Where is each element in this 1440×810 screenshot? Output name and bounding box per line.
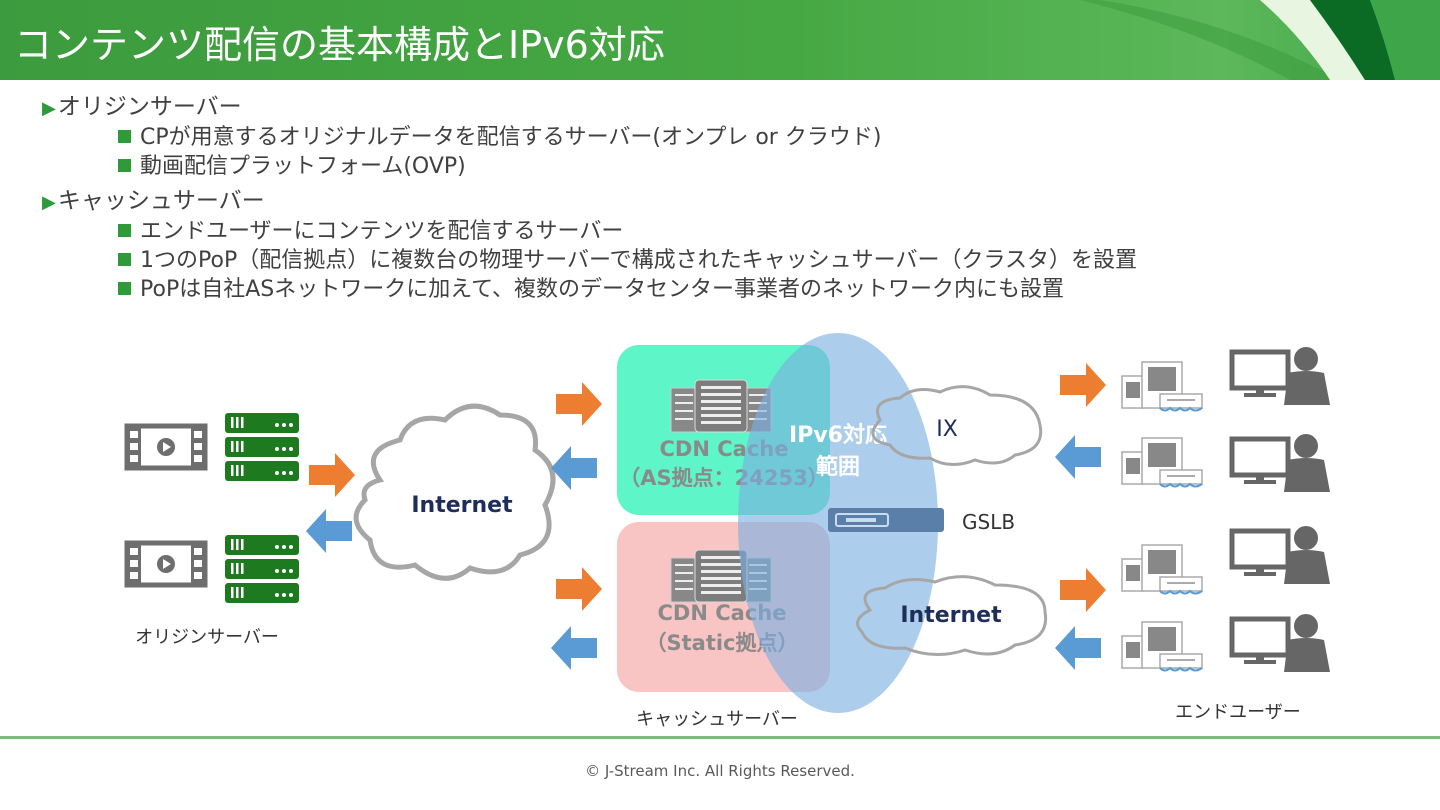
bullet-item: エンドユーザーにコンテンツを配信するサーバー	[42, 218, 1137, 247]
ix-label: IX	[936, 417, 958, 442]
header-decoration	[1080, 0, 1440, 80]
bullet-item-text: CPが用意するオリジナルデータを配信するサーバー(オンプレ or クラウド)	[140, 125, 882, 150]
gslb-label: GSLB	[962, 510, 1015, 534]
office-building-icon	[1121, 544, 1203, 595]
footer-divider	[0, 736, 1440, 739]
square-bullet-icon	[118, 130, 131, 143]
end-user-pc-icon	[1232, 434, 1330, 492]
internet-cloud-right	[856, 575, 1048, 656]
bullet-heading-origin: ▶オリジンサーバー	[42, 92, 1137, 124]
bullet-item-text: エンドユーザーにコンテンツを配信するサーバー	[140, 219, 624, 244]
cache-server-label: キャッシュサーバー	[636, 709, 798, 730]
office-building-icon	[1121, 621, 1203, 672]
end-user-pc-icon	[1232, 347, 1330, 405]
office-building-icon	[1121, 437, 1203, 488]
origin-server-icon	[225, 535, 299, 603]
square-bullet-icon	[118, 282, 131, 295]
gslb-appliance-icon	[828, 508, 944, 532]
bullet-item-text: PoPは自社ASネットワークに加えて、複数のデータセンター事業者のネットワーク内…	[140, 277, 1065, 302]
arrow-left-icon	[1055, 626, 1101, 670]
bullet-item: 動画配信プラットフォーム(OVP)	[42, 153, 1137, 182]
cdn-architecture-diagram: オリジンサーバー Internet CDN Cache （AS拠点：24253）…	[0, 333, 1440, 730]
origin-server-label: オリジンサーバー	[135, 627, 279, 648]
end-user-pc-icon	[1232, 526, 1330, 584]
ipv6-scope-label-line2: 範囲	[816, 454, 860, 480]
ipv6-scope-label-line1: IPv6対応	[789, 422, 887, 448]
arrow-right-icon	[556, 382, 602, 426]
end-user-pc-icon	[1232, 614, 1330, 672]
bullet-heading-text: オリジンサーバー	[57, 94, 242, 120]
origin-server-icon	[225, 413, 299, 481]
end-user-label: エンドユーザー	[1175, 702, 1301, 723]
bullet-heading-cache: ▶キャッシュサーバー	[42, 186, 1137, 218]
copyright-footer: © J-Stream Inc. All Rights Reserved.	[585, 762, 855, 780]
arrow-right-icon	[1060, 568, 1106, 612]
video-file-icon	[127, 426, 205, 468]
arrow-left-icon	[551, 446, 597, 490]
slide-header: コンテンツ配信の基本構成とIPv6対応	[0, 0, 1440, 80]
internet-right-label: Internet	[900, 603, 1002, 628]
bullet-list: ▶オリジンサーバー CPが用意するオリジナルデータを配信するサーバー(オンプレ …	[42, 92, 1137, 305]
bullet-item: CPが用意するオリジナルデータを配信するサーバー(オンプレ or クラウド)	[42, 124, 1137, 153]
bullet-item: 1つのPoP（配信拠点）に複数台の物理サーバーで構成されたキャッシュサーバー（ク…	[42, 247, 1137, 276]
internet-cloud-left	[353, 403, 556, 581]
triangle-bullet-icon: ▶	[42, 192, 56, 213]
triangle-bullet-icon: ▶	[42, 98, 56, 119]
video-file-icon	[127, 543, 205, 585]
arrow-left-icon	[306, 509, 352, 553]
arrow-right-icon	[309, 453, 355, 497]
square-bullet-icon	[118, 253, 131, 266]
arrow-left-icon	[551, 626, 597, 670]
bullet-heading-text: キャッシュサーバー	[57, 188, 265, 214]
square-bullet-icon	[118, 159, 131, 172]
internet-left-label: Internet	[411, 493, 513, 518]
slide-title: コンテンツ配信の基本構成とIPv6対応	[14, 23, 665, 67]
office-building-icon	[1121, 361, 1203, 412]
arrow-right-icon	[556, 567, 602, 611]
arrow-left-icon	[1055, 435, 1101, 479]
square-bullet-icon	[118, 224, 131, 237]
bullet-item: PoPは自社ASネットワークに加えて、複数のデータセンター事業者のネットワーク内…	[42, 276, 1137, 305]
arrow-right-icon	[1060, 363, 1106, 407]
ix-cloud	[871, 385, 1043, 466]
bullet-item-text: 動画配信プラットフォーム(OVP)	[140, 154, 466, 179]
bullet-item-text: 1つのPoP（配信拠点）に複数台の物理サーバーで構成されたキャッシュサーバー（ク…	[140, 248, 1138, 273]
